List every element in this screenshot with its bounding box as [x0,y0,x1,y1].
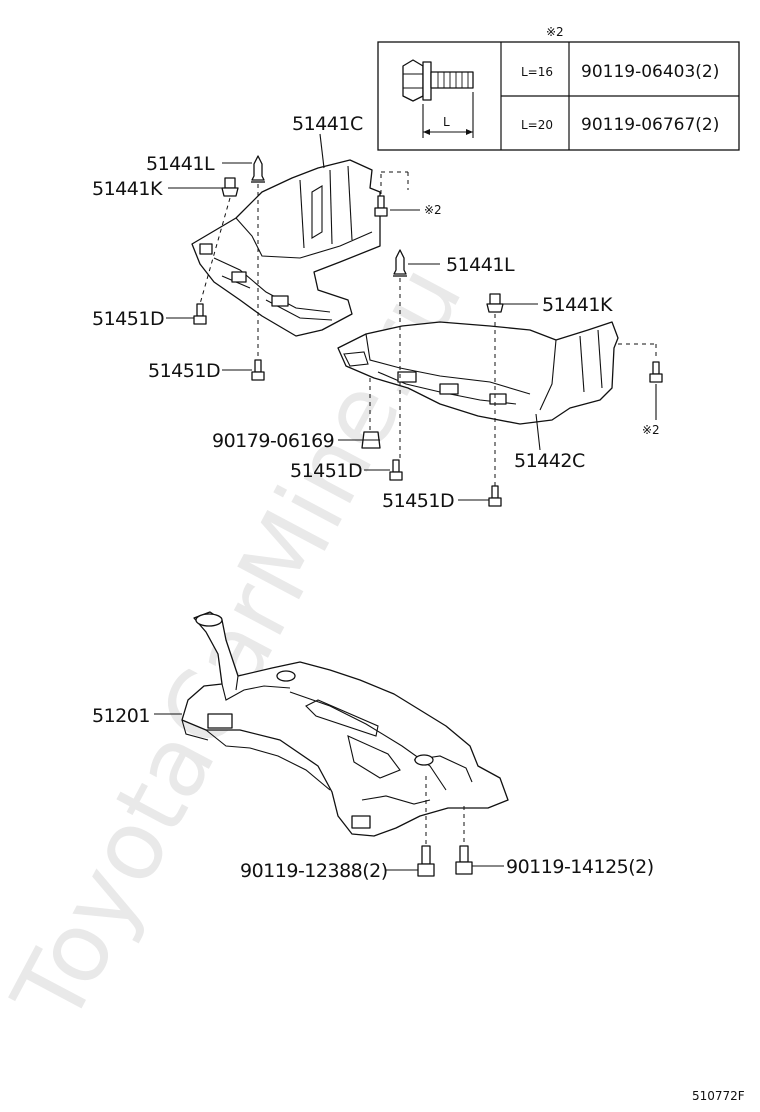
callout-mark2-upper: ※2 [424,203,442,217]
row2-length: L=20 [521,118,553,132]
callout-51441L-upper: 51441L [146,153,215,175]
clip-icon [393,249,407,277]
bolt-icon [374,195,388,217]
bolt-icon [251,359,265,381]
callout-90119-14125: 90119-14125(2) [506,856,654,878]
figure-code: 510772F [692,1089,745,1103]
bolt-icon [488,485,502,507]
callout-51451D-4: 51451D [382,490,454,512]
callout-51441K-lower: 51441K [542,294,613,316]
row2-part: 90119-06767(2) [581,115,719,135]
callout-90119-12388: 90119-12388(2) [240,860,388,882]
bolt-icon [193,303,207,325]
callout-51451D-3: 51451D [290,460,362,482]
callout-51451D-1: 51451D [92,308,164,330]
callout-51451D-2: 51451D [148,360,220,382]
bolt-icon [389,459,403,481]
nut-icon [361,431,381,449]
bolt-icon [455,845,473,875]
callout-mark2-lower: ※2 [642,423,660,437]
rivet-icon [221,177,239,197]
callout-51201: 51201 [92,705,150,727]
bolt-icon [649,361,663,383]
row1-length: L=16 [521,65,553,79]
callout-51442C: 51442C [514,450,585,472]
engine-under-cover-upper [191,159,381,337]
callout-51441K-upper: 51441K [92,178,163,200]
callout-51441L-lower: 51441L [446,254,515,276]
bolt-icon [417,845,435,877]
callout-51441C: 51441C [292,113,363,135]
spec-table-mark: ※2 [546,25,564,39]
clip-icon [251,155,265,183]
dim-label-L: L [443,115,450,129]
row1-part: 90119-06403(2) [581,62,719,82]
rivet-icon [486,293,504,313]
spec-table: ※2 L L=16 90119-06403(2) L=20 90 [377,25,740,151]
callout-90179-06169: 90179-06169 [212,430,334,452]
flange-bolt-icon: L [402,59,474,138]
engine-under-cover-lower [337,321,619,425]
